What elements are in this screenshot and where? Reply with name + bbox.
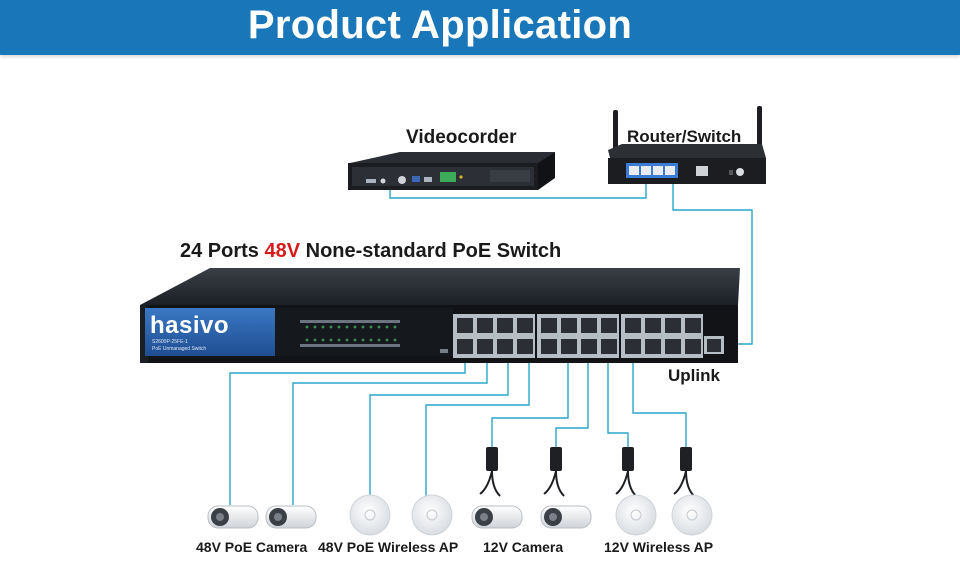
videocorder-label: Videocorder (406, 127, 517, 148)
poe-switch-device (140, 268, 740, 363)
splitter-icon (673, 447, 695, 497)
switch-brand-logo: hasivo (150, 312, 230, 339)
header-banner: Product Application (0, 0, 960, 55)
ceiling-ap-icon (349, 494, 391, 536)
router-device (608, 106, 766, 184)
ceiling-ap-icon (411, 494, 453, 536)
connection-lines (229, 182, 753, 505)
link-camera-1 (229, 360, 466, 505)
link-ap-1 (369, 360, 509, 500)
endpoint-label-48v-ap: 48V PoE Wireless AP (318, 539, 459, 555)
bullet-camera-icon (265, 505, 317, 529)
videocorder-device (348, 152, 555, 190)
bullet-camera-icon (207, 505, 259, 529)
link-camera-2 (292, 360, 488, 505)
uplink-label: Uplink (668, 366, 720, 385)
router-label: Router/Switch (627, 127, 742, 146)
splitter-icon (479, 447, 501, 497)
page-title: Product Application (247, 3, 633, 47)
link-12v-ap-1 (607, 360, 629, 447)
ceiling-ap-icon (615, 494, 657, 536)
endpoint-label-12v-ap: 12V Wireless AP (604, 539, 714, 555)
bullet-camera-icon (471, 505, 523, 529)
link-12v-ap-2 (632, 360, 687, 447)
endpoint-label-12v-camera: 12V Camera (483, 539, 564, 555)
switch-model-text: S2600P-25FE-1 PoE Unmanaged Switch (152, 339, 207, 352)
splitter-icon (543, 447, 565, 497)
ceiling-ap-icon (671, 494, 713, 536)
link-ap-2 (425, 360, 530, 500)
videocorder-link (389, 182, 647, 199)
endpoint-label-48v-camera: 48V PoE Camera (196, 539, 308, 555)
poe-splitters (479, 447, 695, 497)
link-12v-camera-2 (555, 360, 589, 447)
link-12v-camera-1 (491, 360, 569, 447)
switch-label: 24 Ports 48V None-standard PoE Switch (180, 240, 562, 262)
splitter-icon (615, 447, 637, 497)
bullet-camera-icon (540, 505, 592, 529)
